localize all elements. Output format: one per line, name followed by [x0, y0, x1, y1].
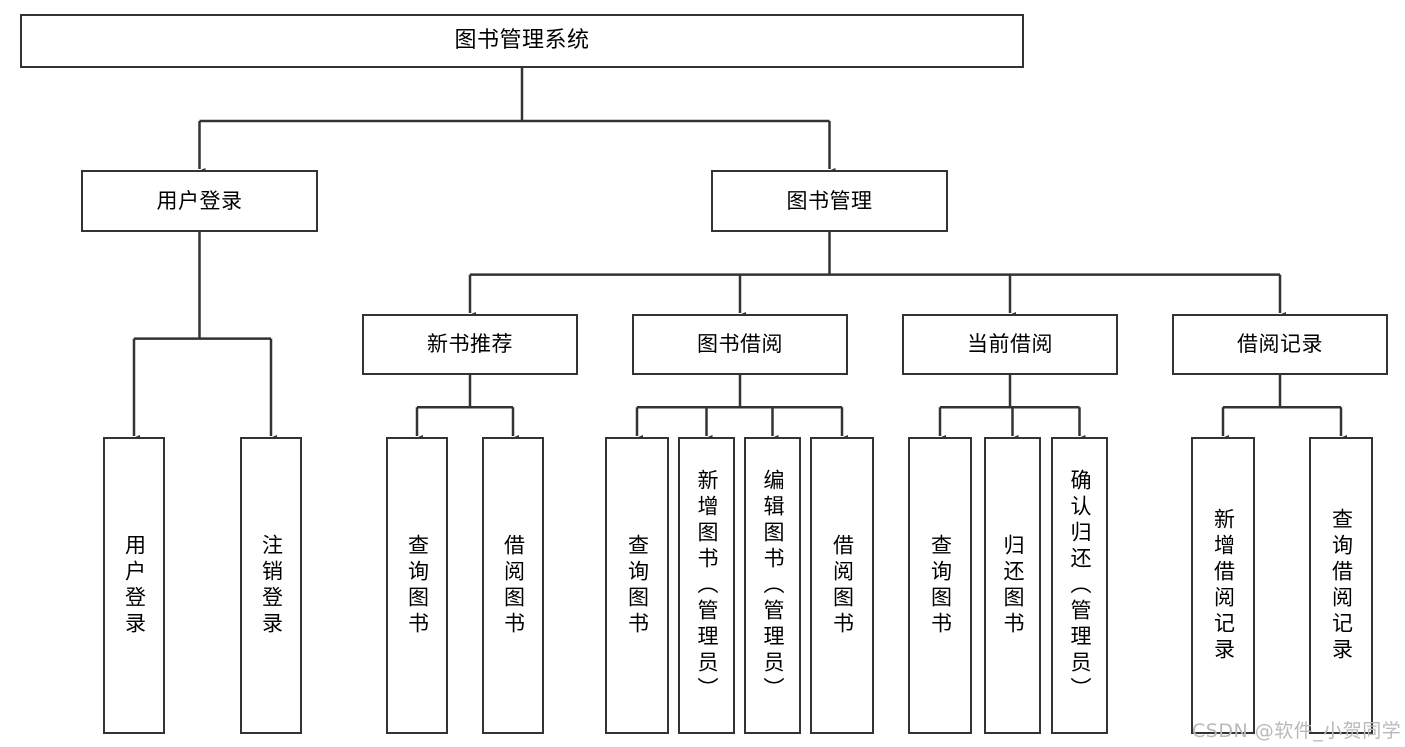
node-label: 借阅图书 — [501, 533, 526, 638]
node-leaf-user-login[interactable]: 用户登录 — [103, 437, 165, 734]
node-label: 归还图书 — [1001, 533, 1025, 638]
node-label: 编辑图书（管理员） — [761, 468, 785, 703]
csdn-watermark: CSDN @软件_小贺同学 — [1192, 720, 1402, 742]
node-label: 新增借阅记录 — [1211, 507, 1236, 664]
node-label: 图书借阅 — [697, 332, 783, 357]
node-label: 确认归还（管理员） — [1068, 468, 1092, 703]
node-leaf-return-book[interactable]: 归还图书 — [984, 437, 1041, 734]
node-label: 注销登录 — [259, 533, 284, 638]
node-label: 借阅记录 — [1237, 332, 1323, 357]
node-leaf-logout-login[interactable]: 注销登录 — [240, 437, 302, 734]
node-label: 查询图书 — [928, 533, 953, 638]
node-borrow-record[interactable]: 借阅记录 — [1172, 314, 1388, 375]
node-label: 新书推荐 — [427, 332, 513, 357]
node-leaf-query-record[interactable]: 查询借阅记录 — [1309, 437, 1373, 734]
node-label: 查询借阅记录 — [1329, 507, 1354, 664]
node-leaf-borrow-book-1[interactable]: 借阅图书 — [482, 437, 544, 734]
node-book-manage[interactable]: 图书管理 — [711, 170, 948, 232]
node-book-borrow[interactable]: 图书借阅 — [632, 314, 848, 375]
node-root[interactable]: 图书管理系统 — [20, 14, 1024, 68]
node-label: 当前借阅 — [967, 332, 1053, 357]
node-label: 查询图书 — [625, 533, 650, 638]
node-label: 用户登录 — [122, 533, 147, 638]
node-leaf-edit-book[interactable]: 编辑图书（管理员） — [744, 437, 801, 734]
node-current-borrow[interactable]: 当前借阅 — [902, 314, 1118, 375]
node-leaf-add-record[interactable]: 新增借阅记录 — [1191, 437, 1255, 734]
node-label: 用户登录 — [156, 188, 243, 213]
node-label: 新增图书（管理员） — [695, 468, 719, 703]
node-leaf-borrow-book-2[interactable]: 借阅图书 — [810, 437, 874, 734]
node-leaf-add-book[interactable]: 新增图书（管理员） — [678, 437, 735, 734]
node-label: 图书管理系统 — [454, 28, 590, 54]
node-leaf-query-book-3[interactable]: 查询图书 — [908, 437, 972, 734]
node-user-login[interactable]: 用户登录 — [81, 170, 318, 232]
node-label: 图书管理 — [786, 188, 873, 213]
node-leaf-confirm-return[interactable]: 确认归还（管理员） — [1051, 437, 1108, 734]
node-new-book-rec[interactable]: 新书推荐 — [362, 314, 578, 375]
node-label: 借阅图书 — [830, 533, 855, 638]
node-leaf-query-book-2[interactable]: 查询图书 — [605, 437, 669, 734]
node-leaf-query-book-1[interactable]: 查询图书 — [386, 437, 448, 734]
node-label: 查询图书 — [405, 533, 430, 638]
